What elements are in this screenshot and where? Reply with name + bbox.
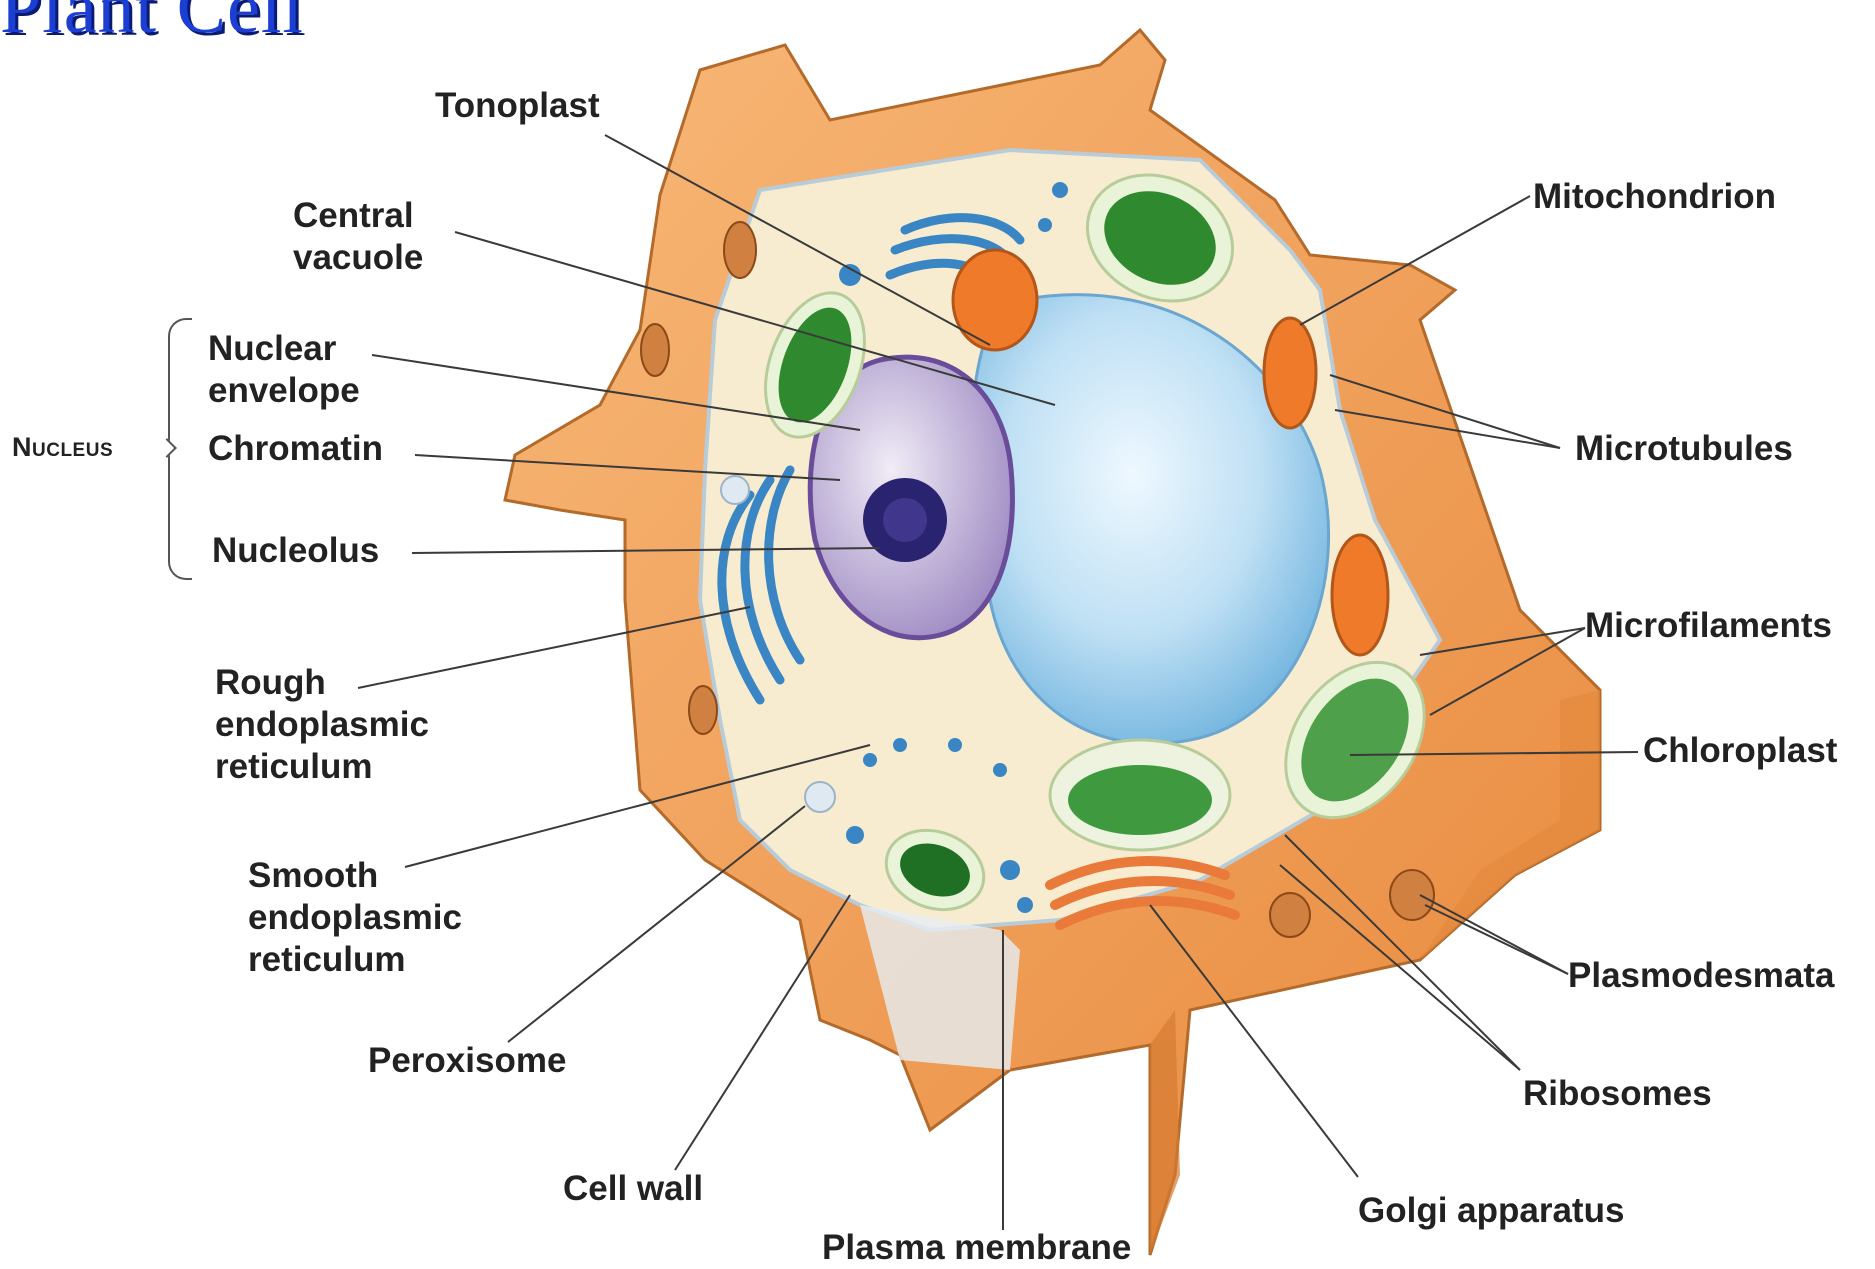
label-microfilaments: Microfilaments (1585, 605, 1832, 647)
label-nucleolus: Nucleolus (212, 530, 379, 572)
label-plasma-membrane: Plasma membrane (822, 1227, 1131, 1269)
label-plasmodesmata: Plasmodesmata (1568, 955, 1835, 997)
label-rough-er: Rough endoplasmic reticulum (215, 662, 429, 788)
label-cell-wall: Cell wall (563, 1168, 703, 1210)
label-central-vacuole: Central vacuole (293, 195, 423, 279)
label-chromatin: Chromatin (208, 428, 383, 470)
label-ribosomes: Ribosomes (1523, 1073, 1712, 1115)
label-mitochondrion: Mitochondrion (1533, 176, 1776, 218)
label-golgi-apparatus: Golgi apparatus (1358, 1190, 1624, 1232)
label-nuclear-envelope: Nuclear envelope (208, 328, 360, 412)
label-microtubules: Microtubules (1575, 428, 1793, 470)
label-peroxisome: Peroxisome (368, 1040, 566, 1082)
diagram-title: Plant Cell (0, 0, 304, 51)
label-smooth-er: Smooth endoplasmic reticulum (248, 855, 462, 981)
label-chloroplast: Chloroplast (1643, 730, 1837, 772)
nucleus-group-label: Nucleus (12, 432, 113, 463)
label-tonoplast: Tonoplast (435, 85, 600, 127)
